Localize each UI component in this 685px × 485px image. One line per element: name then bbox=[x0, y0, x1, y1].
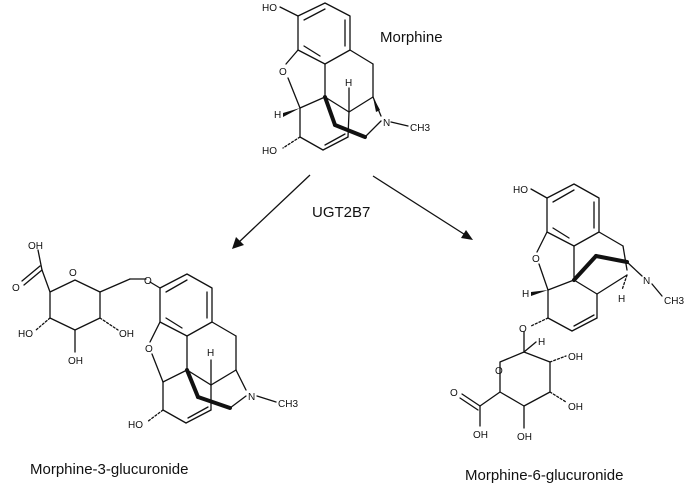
m3g-label: Morphine-3-glucuronide bbox=[30, 461, 188, 478]
m6g-o-bridge: O bbox=[532, 254, 540, 265]
reaction-arrows bbox=[232, 174, 473, 249]
m3g-h14: H bbox=[207, 348, 214, 359]
m3g-n: N bbox=[248, 392, 255, 403]
m6g-oh-3: OH bbox=[517, 432, 532, 443]
morphine-structure: HO O H H N CH3 HO bbox=[262, 2, 430, 157]
m6g-o-link: O bbox=[519, 324, 527, 335]
morphine-ch3: CH3 bbox=[410, 123, 430, 134]
morphine-h14: H bbox=[345, 78, 352, 89]
m6g-h14: H bbox=[618, 294, 625, 305]
enzyme-label: UGT2B7 bbox=[312, 204, 370, 221]
morphine-h5: H bbox=[274, 110, 281, 121]
m6g-oh-phenol: HO bbox=[513, 185, 528, 196]
m6g-ch3: CH3 bbox=[664, 296, 684, 307]
m3g-oh-acid: OH bbox=[28, 241, 43, 252]
morphine-oh-6: HO bbox=[262, 146, 277, 157]
m3g-oh-6: HO bbox=[128, 420, 143, 431]
m6g-oh-4: OH bbox=[568, 402, 583, 413]
m3g-o-carbonyl: O bbox=[12, 283, 20, 294]
morphine-oh-phenol: HO bbox=[262, 3, 277, 14]
m3g-oh-4: HO bbox=[18, 329, 33, 340]
m6g-h5: H bbox=[522, 289, 529, 300]
m6g-o-carbonyl: O bbox=[450, 388, 458, 399]
m6g-o-ring: O bbox=[495, 366, 503, 377]
m3g-o-link: O bbox=[144, 276, 152, 287]
m6g-oh-acid: OH bbox=[473, 430, 488, 441]
m6g-n: N bbox=[643, 276, 650, 287]
morphine-label: Morphine bbox=[380, 29, 443, 46]
m6g-h-anomeric: H bbox=[538, 337, 545, 348]
m3g-o-bridge: O bbox=[145, 344, 153, 355]
m6g-label: Morphine-6-glucuronide bbox=[465, 467, 623, 484]
m3g-ch3: CH3 bbox=[278, 399, 298, 410]
m3g-o-ring: O bbox=[69, 268, 77, 279]
morphine-3-glucuronide-structure: OH O O O HO OH OH O H N CH3 HO bbox=[12, 241, 298, 431]
m3g-oh-2: OH bbox=[119, 329, 134, 340]
morphine-6-glucuronide-structure: HO O H H N CH3 O H OH O OH O OH OH bbox=[450, 183, 684, 443]
m3g-oh-3: OH bbox=[68, 356, 83, 367]
morphine-n: N bbox=[383, 118, 390, 129]
m6g-oh-2: OH bbox=[568, 352, 583, 363]
morphine-o-bridge: O bbox=[279, 67, 287, 78]
